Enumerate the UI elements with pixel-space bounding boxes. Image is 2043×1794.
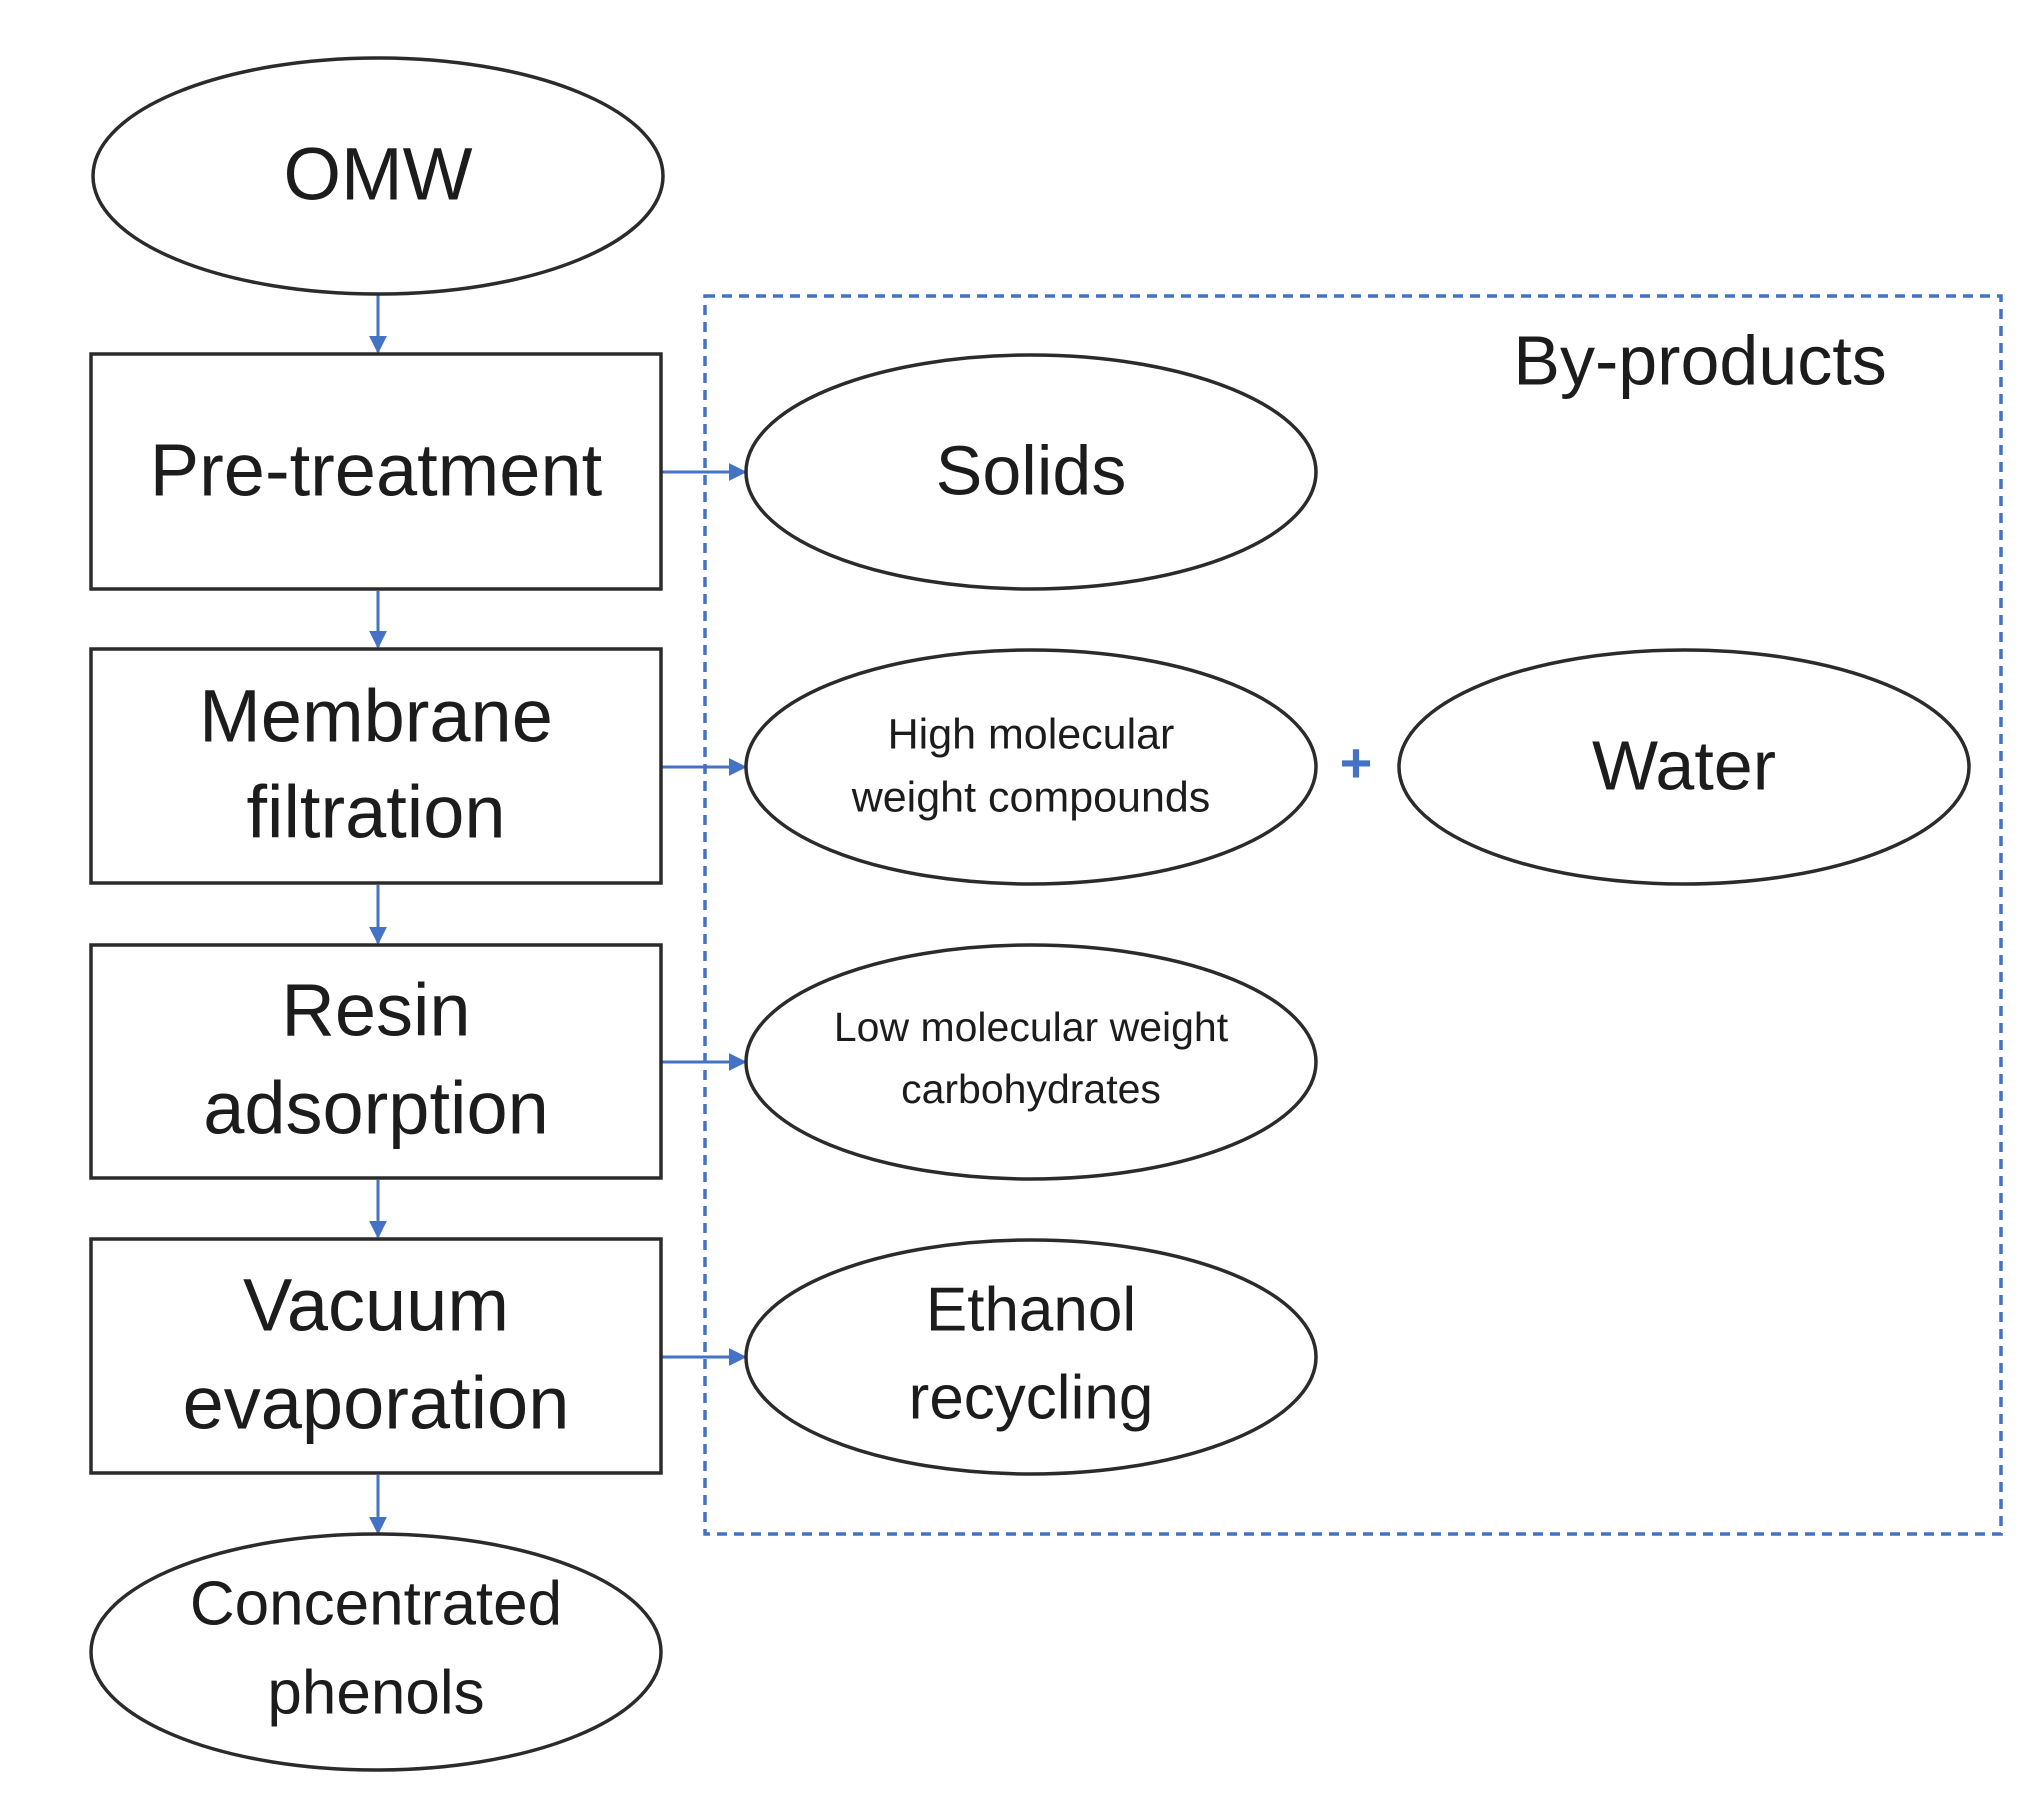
node-high-mw-compounds: High molecular weight compounds	[744, 648, 1318, 886]
node-water: Water	[1397, 648, 1971, 886]
node-omw: OMW	[91, 56, 665, 296]
node-ethanol-recycling: Ethanol recycling	[744, 1238, 1318, 1476]
node-membrane-filtration: Membrane filtration	[89, 647, 663, 885]
plus-connector: +	[1340, 731, 1373, 794]
node-membrane-line2: filtration	[246, 771, 505, 854]
node-resin-line1: Resin	[281, 969, 470, 1052]
node-low-mw-line2: carbohydrates	[901, 1066, 1161, 1112]
node-membrane-line1: Membrane	[199, 675, 553, 758]
node-vacuum-line2: evaporation	[183, 1362, 570, 1445]
node-water-label: Water	[1592, 726, 1776, 804]
node-concentrated-phenols: Concentrated phenols	[89, 1532, 663, 1772]
node-high-mw-line2: weight compounds	[851, 773, 1211, 821]
node-phenols-line2: phenols	[267, 1658, 484, 1727]
node-solids: Solids	[744, 353, 1318, 591]
node-high-mw-line1: High molecular	[888, 710, 1175, 758]
node-pretreatment-label: Pre-treatment	[150, 429, 603, 512]
by-products-label: By-products	[1513, 321, 1886, 399]
by-product-arrows	[662, 463, 747, 1366]
node-low-mw-line1: Low molecular weight	[834, 1004, 1229, 1050]
node-resin-adsorption: Resin adsorption	[89, 943, 663, 1180]
node-ethanol-line2: recycling	[909, 1363, 1154, 1432]
node-ethanol-line1: Ethanol	[926, 1275, 1136, 1344]
node-low-mw-carbohydrates: Low molecular weight carbohydrates	[744, 943, 1318, 1181]
node-phenols-line1: Concentrated	[190, 1569, 562, 1638]
node-pretreatment: Pre-treatment	[89, 352, 663, 591]
by-products-group: By-products	[703, 294, 2003, 1536]
node-solids-label: Solids	[936, 431, 1127, 509]
node-vacuum-evaporation: Vacuum evaporation	[89, 1237, 663, 1475]
node-vacuum-line1: Vacuum	[243, 1264, 509, 1347]
node-omw-label: OMW	[283, 133, 472, 216]
by-products-frame	[703, 294, 2003, 1536]
node-resin-line2: adsorption	[203, 1067, 549, 1150]
